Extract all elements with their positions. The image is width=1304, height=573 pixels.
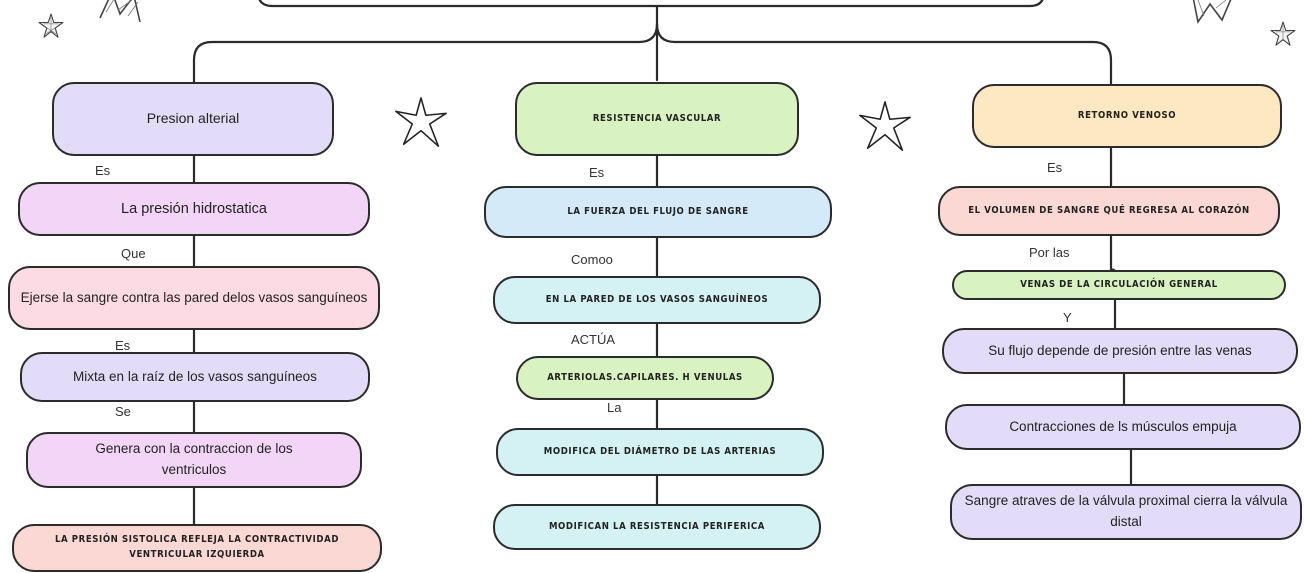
- node-volumen-de-sangre: EL VOLUMEN DE SANGRE QUÉ REGRESA AL CORA…: [938, 186, 1280, 236]
- node-mixta-en-la-raiz: Mixta en la raíz de los vasos sanguíneos: [20, 352, 370, 402]
- star-icon: [1270, 21, 1296, 46]
- node-modifican-resistencia: MODIFICAN LA RESISTENCIA PERIFERICA: [493, 504, 821, 550]
- node-pared-de-los-vasos: EN LA PARED DE LOS VASOS SANGUÍNEOS: [493, 276, 821, 324]
- node-ejerse-la-sangre: Ejerse la sangre contra las pared delos …: [8, 266, 380, 330]
- node-arteriolas-capilares: ARTERIOLAS.CAPILARES. H VENULAS: [516, 356, 774, 400]
- node-su-flujo-depende: Su flujo depende de presión entre las ve…: [942, 328, 1298, 374]
- connector-label-se: Se: [112, 404, 134, 420]
- connector-label-que: Que: [118, 246, 149, 262]
- node-genera-con-la-contraccion: Genera con la contraccion de los ventric…: [26, 432, 362, 488]
- connector-label-comoo: Comoo: [568, 252, 616, 268]
- connector-label-es: Es: [92, 163, 114, 179]
- node-venas-circulacion-general: VENAS DE LA CIRCULACIÓN GENERAL: [952, 270, 1286, 300]
- node-presion-alterial: Presion alterial: [52, 82, 334, 156]
- connector-label-y: Y: [1060, 310, 1075, 326]
- connector-label-actua: ACTÚA: [568, 332, 619, 348]
- node-retorno-venoso: RETORNO VENOSO: [972, 84, 1282, 148]
- connector-label-es: Es: [112, 338, 134, 354]
- node-resistencia-vascular: RESISTENCIA VASCULAR: [515, 82, 799, 156]
- connector-label-es: Es: [1044, 160, 1066, 176]
- connector-label-la: La: [604, 400, 625, 416]
- node-presion-sistolica: LA PRESIÓN SISTOLICA REFLEJA LA CONTRACT…: [12, 524, 382, 572]
- node-fuerza-del-flujo: LA FUERZA DEL FLUJO DE SANGRE: [484, 186, 832, 238]
- star-icon: [1192, 0, 1232, 25]
- connector-label-es: Es: [586, 165, 608, 181]
- star-outline-icon: [395, 97, 447, 147]
- star-outline-icon: [859, 101, 911, 151]
- node-modifica-diametro: MODIFICA DEL DIÁMETRO DE LAS ARTERIAS: [496, 428, 824, 476]
- node-sangre-atraves-valvula: Sangre atraves de la válvula proximal ci…: [950, 484, 1302, 540]
- star-icon: [99, 0, 141, 23]
- star-icon: [38, 13, 64, 38]
- node-contracciones-musculos: Contracciones de ls músculos empuja: [945, 404, 1301, 450]
- node-presion-hidrostatica: La presión hidrostatica: [18, 182, 370, 236]
- connector-label-por-las: Por las: [1026, 245, 1073, 261]
